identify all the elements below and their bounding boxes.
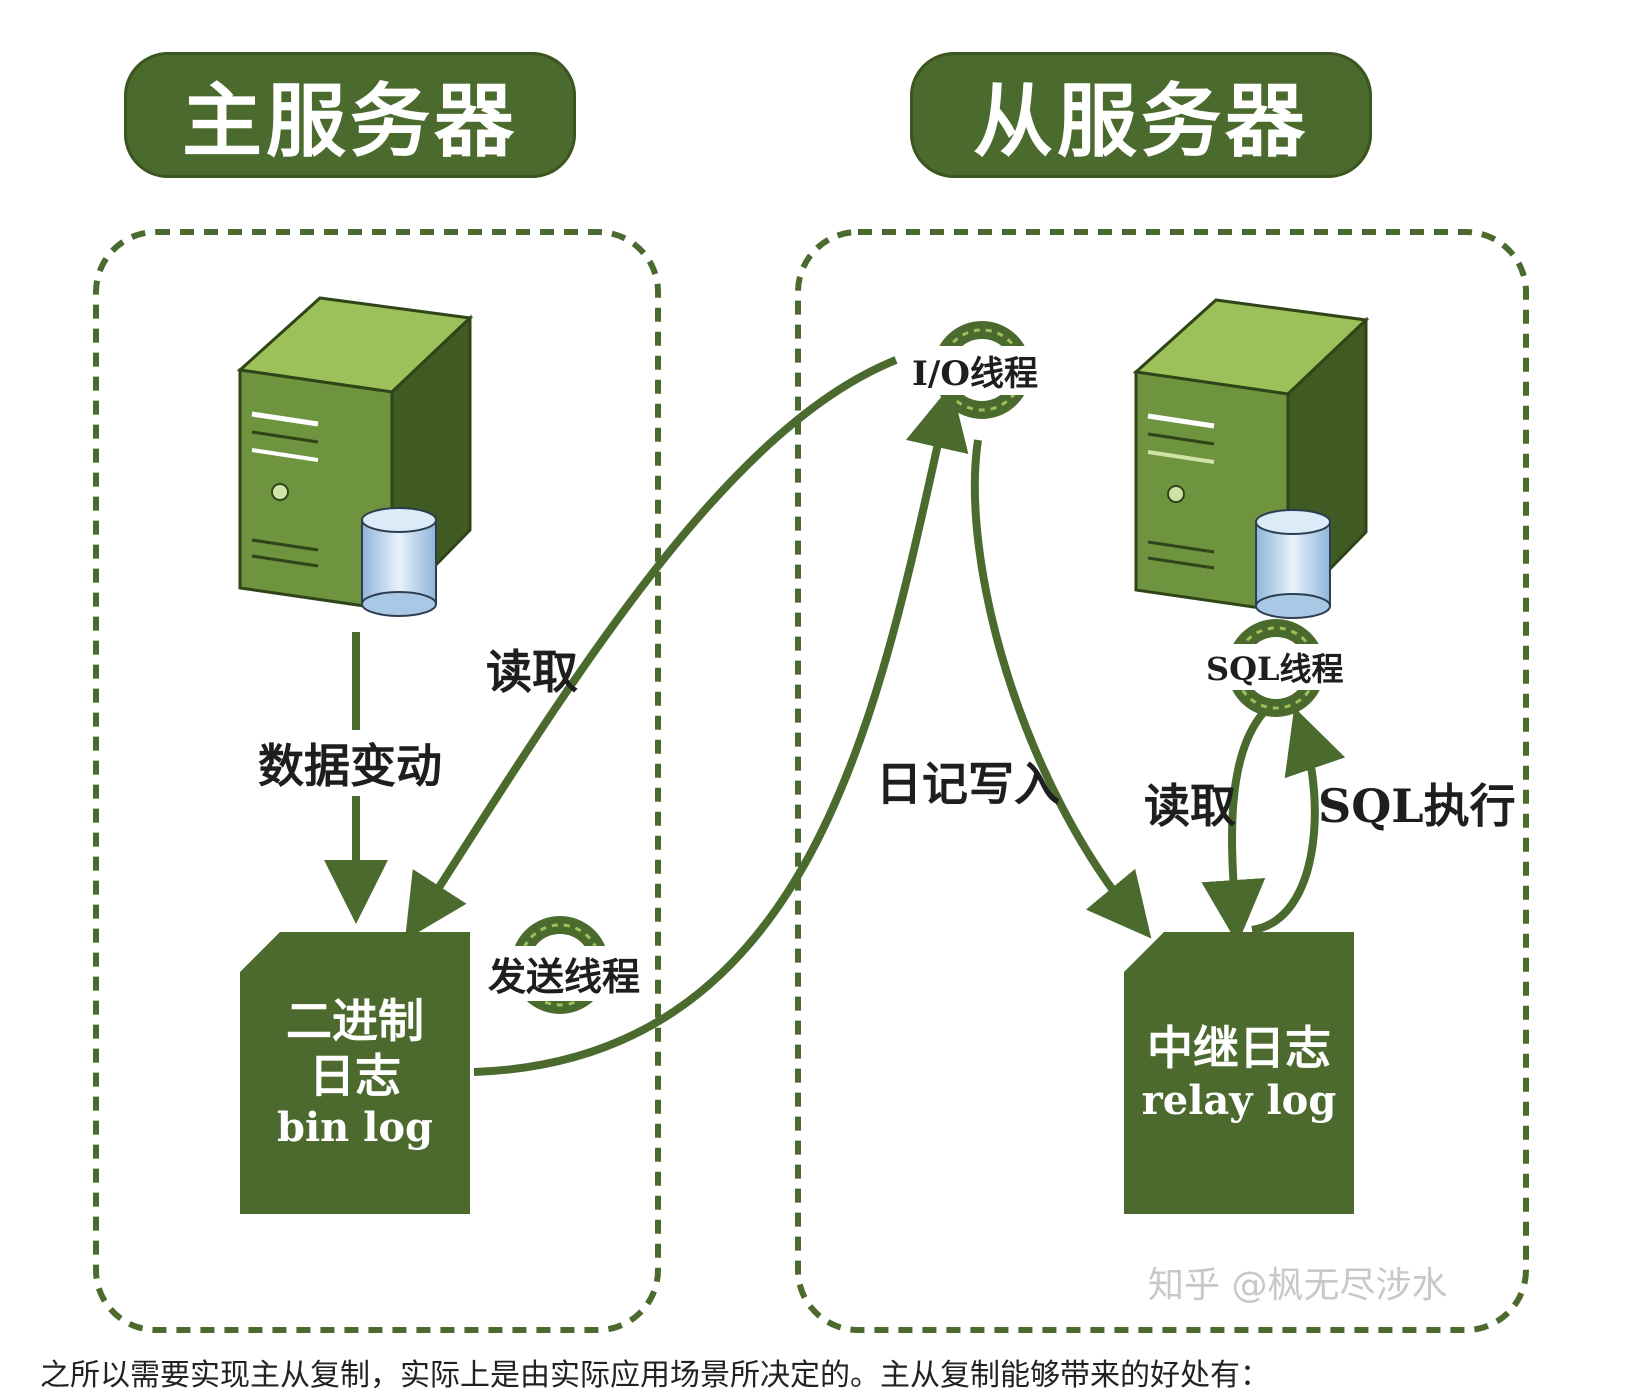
caption-text: 之所以需要实现主从复制，实际上是由实际应用场景所决定的。主从复制能够带来的好处有… xyxy=(40,1358,1270,1393)
slave-group-box xyxy=(795,229,1529,1333)
slave-database-icon xyxy=(1255,509,1331,619)
binlog-line1: 二进制 xyxy=(286,993,424,1048)
slave-server-title: 从服务器 xyxy=(910,52,1372,178)
log-write-label: 日记写入 xyxy=(876,757,1060,811)
send-thread-label: 发送线程 xyxy=(488,946,641,1001)
send-binlog-arrow xyxy=(473,384,969,1076)
read-binlog-arrow xyxy=(404,356,898,941)
binlog-box: 二进制 日志 bin log xyxy=(240,932,470,1214)
read-label-left: 读取 xyxy=(486,645,578,699)
sql-thread-label: SQL线程 xyxy=(1206,644,1344,690)
slave-title-text: 从服务器 xyxy=(973,74,1309,168)
log-write-arrow xyxy=(970,439,1152,939)
sql-exec-label: SQL执行 xyxy=(1318,779,1516,833)
watermark: 知乎 @枫无尽涉水 xyxy=(1148,1265,1448,1306)
sql-exec-arrow xyxy=(1251,707,1346,934)
binlog-line2: 日志 xyxy=(309,1049,401,1103)
relaylog-line1: 中继日志 xyxy=(1147,1021,1331,1076)
master-server-title: 主服务器 xyxy=(124,52,576,178)
relaylog-line2: relay log xyxy=(1141,1076,1337,1124)
master-title-text: 主服务器 xyxy=(182,74,518,168)
diagram-graphics xyxy=(93,229,1529,1333)
data-change-label: 数据变动 xyxy=(258,730,442,796)
master-group-box xyxy=(93,229,661,1333)
io-thread-label: I/O线程 xyxy=(912,346,1038,395)
read-label-right: 读取 xyxy=(1144,779,1236,833)
slave-server-icon xyxy=(1132,298,1370,616)
binlog-line3: bin log xyxy=(276,1104,433,1152)
master-database-icon xyxy=(361,507,437,617)
master-server-icon xyxy=(236,296,474,614)
read-relaylog-arrow xyxy=(1201,709,1268,944)
relaylog-box: 中继日志 relay log xyxy=(1124,932,1354,1214)
